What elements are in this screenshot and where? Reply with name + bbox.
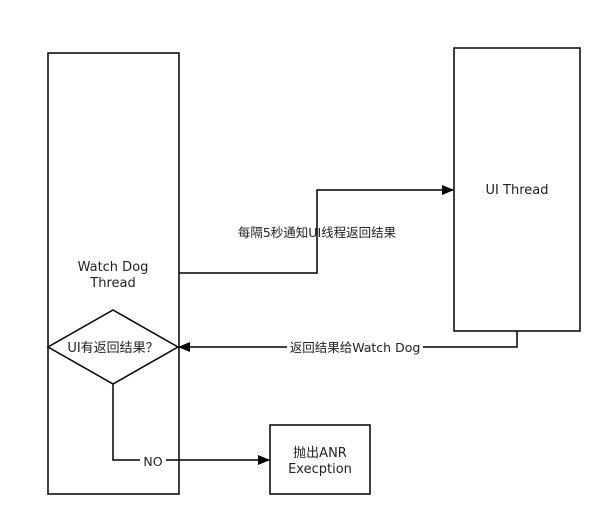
edge-no-label: NO (143, 454, 162, 469)
decision-label: UI有返回结果？ (67, 341, 158, 356)
anr-label-line2: Execption (288, 462, 352, 477)
edge-notify-label: 每隔5秒通知UI线程返回结果 (238, 225, 397, 240)
edge-return-label-bg (287, 339, 423, 356)
edge-return: 返回结果给Watch Dog (178, 331, 518, 356)
anr-node: 抛出ANR Execption (269, 424, 371, 495)
edge-return-label: 返回结果给Watch Dog (290, 340, 421, 355)
ui-thread-node: UI Thread (453, 47, 581, 332)
ui-thread-label: UI Thread (486, 183, 549, 198)
watchdog-label-line2: Thread (89, 276, 135, 291)
edge-no-label-bg (140, 452, 166, 469)
edge-no: NO (112, 384, 270, 469)
watchdog-label-line1: Watch Dog (78, 260, 149, 275)
edge-notify: 每隔5秒通知UI线程返回结果 (179, 185, 454, 274)
decision-node: UI有返回结果？ (46, 309, 180, 385)
anr-label-line1: 抛出ANR (293, 446, 347, 461)
